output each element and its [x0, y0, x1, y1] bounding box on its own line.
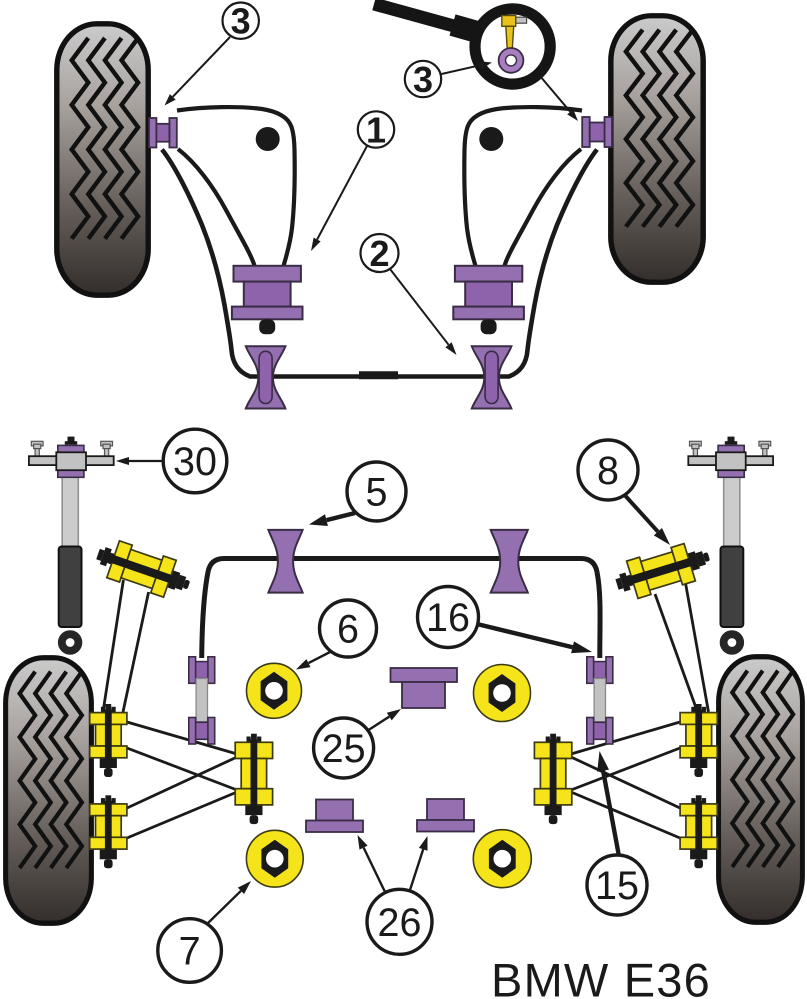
- svg-text:25: 25: [322, 727, 366, 771]
- svg-text:26: 26: [378, 901, 422, 945]
- svg-text:5: 5: [366, 471, 388, 515]
- svg-text:BMW E36: BMW E36: [491, 954, 711, 999]
- svg-text:3: 3: [413, 59, 433, 100]
- svg-text:8: 8: [597, 449, 619, 493]
- svg-text:2: 2: [369, 233, 389, 274]
- svg-text:16: 16: [426, 596, 470, 640]
- svg-text:1: 1: [366, 109, 386, 150]
- svg-text:6: 6: [337, 608, 359, 652]
- svg-text:15: 15: [595, 864, 639, 908]
- svg-text:30: 30: [173, 440, 217, 484]
- svg-text:3: 3: [231, 1, 251, 42]
- svg-text:7: 7: [179, 930, 201, 974]
